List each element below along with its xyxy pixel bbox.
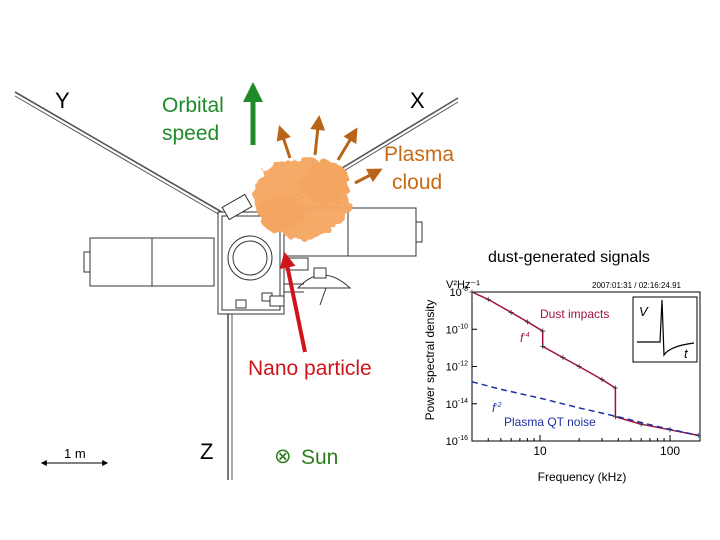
y-tick-label: 10-14 [446,398,468,411]
series-layer [469,289,701,438]
chart-title: dust-generated signals [488,249,650,266]
axis-label-z: Z [200,439,213,464]
plasma-cloud-label-2: cloud [392,171,442,194]
chart-units: V²Hz⁻¹ [446,279,480,291]
inset-ylabel: V [639,304,649,319]
axis-label-y: Y [55,88,70,113]
y-tick-label: 10-10 [446,323,468,336]
scale-bar-label: 1 m [64,446,86,461]
x-tick-label: 100 [660,444,680,458]
orbital-speed-label-2: speed [162,122,219,145]
series-line-plasma-qt-noise [471,381,699,437]
data-point-marker [485,296,491,302]
annotation-plasma-qt-noise: Plasma QT noise [504,415,596,429]
axis-label-x: X [410,88,425,113]
y-tick-label: 10-8 [450,286,469,299]
y-ticks: 10-8 10-10 10-12 10-14 10-16 [446,286,477,448]
data-point-marker [612,414,618,420]
y-tick-label: 10-16 [446,435,468,448]
series-line-dust-impacts [471,291,699,437]
solar-panel-right-outer [347,207,417,257]
data-point-marker [508,309,514,315]
y-tick-label: 10-12 [446,361,468,374]
nano-particle-label: Nano particle [248,357,372,380]
inset-waveform: V t [632,296,698,363]
annotation-f-minus-4: f-4 [520,331,530,345]
orbital-speed-label-1: Orbital [162,94,224,117]
antenna-y [14,91,233,219]
data-point-marker [576,364,582,369]
chart-timestamp: 2007:01:31 / 02:16:24.91 [592,281,682,290]
annotation-dust-impacts: Dust impacts [540,307,609,321]
data-point-marker [560,355,566,361]
nano-particle-arrow [279,251,307,353]
solar-panel-left-inner [151,237,215,287]
x-tick-label: 10 [533,444,547,458]
spacecraft [83,193,423,315]
x-ticks: 10 100 [471,435,680,458]
sun-symbol-icon: ⊗ [274,445,292,468]
plasma-arrows [276,115,383,185]
chart-xlabel: Frequency (kHz) [538,470,627,484]
inset-xlabel: t [684,346,689,361]
sun-label: Sun [301,446,338,469]
data-point-marker [540,328,546,334]
annotation-f-minus-2: f-2 [492,401,502,415]
data-point-marker [469,289,475,295]
data-point-marker [612,385,618,391]
data-point-marker [599,377,605,383]
chart-ylabel: Power spectral density [423,300,437,421]
solar-panel-left-outer [89,237,153,287]
plasma-cloud [254,158,350,238]
data-point-marker [540,343,546,349]
plasma-cloud-label-1: Plasma [384,143,454,166]
psd-chart: dust-generated signals 2007:01:31 / 02:1… [423,249,701,484]
data-point-marker [524,319,530,325]
